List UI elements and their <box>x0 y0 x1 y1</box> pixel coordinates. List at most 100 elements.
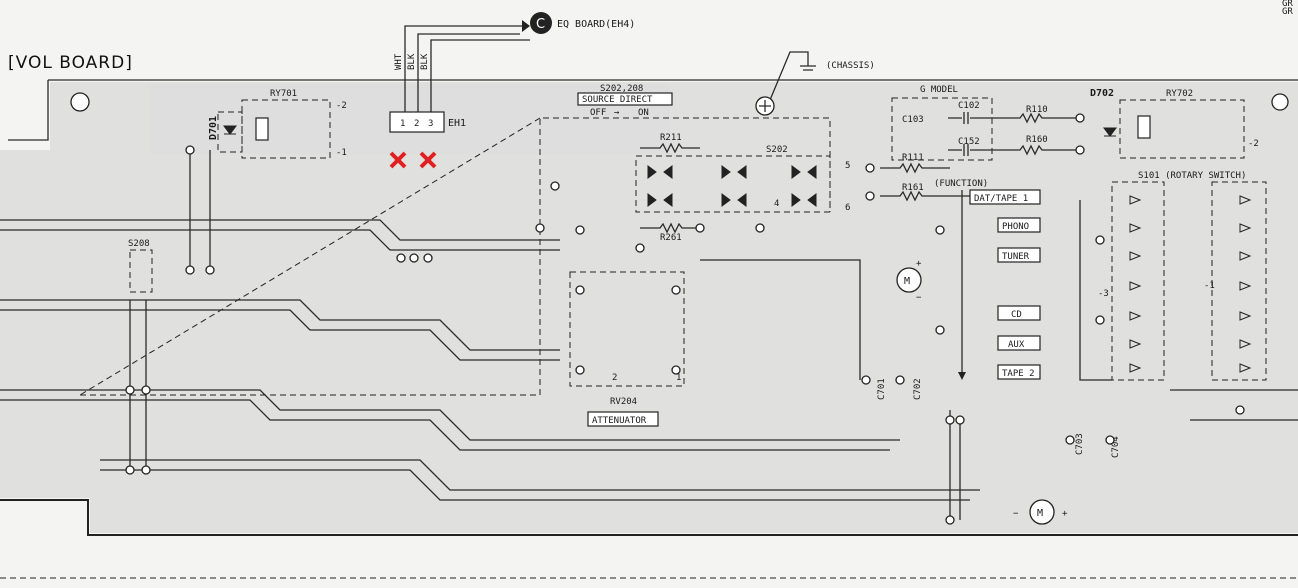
rotary-switch-outline-1 <box>1111 181 1165 381</box>
r261-resistor-icon <box>640 222 700 234</box>
corner-text-1: GR <box>1282 0 1293 9</box>
r161-label: R161 <box>902 183 924 193</box>
mounting-hole-1 <box>70 92 90 112</box>
c152-cap-icon <box>948 144 1000 156</box>
red-x-marker-1 <box>389 151 407 169</box>
c102-cap-icon <box>948 112 1000 124</box>
source-direct-off: OFF <box>590 108 606 118</box>
r161-resistor-icon <box>880 190 1020 202</box>
board-outline-bottom <box>0 499 1298 536</box>
motor-icon-1 <box>896 267 922 293</box>
motor-1-minus: − <box>916 293 922 303</box>
c701-label: C701 <box>877 378 887 400</box>
motor-2-plus: + <box>1062 509 1068 519</box>
chassis-wire <box>769 51 809 101</box>
eq-arrow-icon <box>522 20 530 32</box>
d702-diode-icon <box>1103 127 1117 137</box>
c703-label: C703 <box>1075 433 1085 455</box>
r110-resistor-icon <box>1000 112 1080 124</box>
eq-connector-letter: C <box>536 17 545 32</box>
r160-label: R160 <box>1026 135 1048 145</box>
r111-label: R111 <box>902 153 924 163</box>
board-outline <box>8 79 1298 141</box>
rv204-label: RV204 <box>610 397 637 407</box>
screw-cross-icon <box>759 100 771 112</box>
red-x-marker-2 <box>419 151 437 169</box>
rotary-switch-outline-2 <box>1211 181 1267 381</box>
eh1-pin-3: 3 <box>428 119 433 129</box>
s202-label: S202 <box>766 145 788 155</box>
board-title: [VOL BOARD] <box>8 53 133 73</box>
c704-label: C704 <box>1111 436 1121 458</box>
chassis-label: (CHASSIS) <box>826 61 875 71</box>
s208-outline <box>129 249 153 293</box>
source-direct-part: S202,208 <box>600 84 643 94</box>
source-direct-arrow: → <box>614 108 620 118</box>
rv204-pin1: 1 <box>676 373 681 383</box>
motor-icon-2 <box>1029 499 1055 525</box>
c103-label: C103 <box>902 115 924 125</box>
r261-label: R261 <box>660 233 682 243</box>
ry701-label: RY701 <box>270 89 297 99</box>
input-label-5: AUX <box>1008 340 1025 350</box>
motor-1-plus: + <box>916 259 922 269</box>
input-box-4 <box>997 305 1041 321</box>
d701-label: D701 <box>208 116 219 140</box>
s101-pin3: -3 <box>1098 289 1109 299</box>
input-box-2 <box>997 217 1041 233</box>
eh1-label: EH1 <box>448 118 466 129</box>
c152-label: C152 <box>958 137 980 147</box>
eq-connector-circle <box>530 12 552 34</box>
rotary-switch-label: S101 (ROTARY SWITCH) <box>1138 171 1246 181</box>
r110-label: R110 <box>1026 105 1048 115</box>
pcb-traces <box>0 150 1298 520</box>
d702-label: D702 <box>1090 88 1114 99</box>
ry702-coil-icon <box>1137 115 1151 139</box>
s202-switch-icons <box>647 165 817 207</box>
rotary-switch-contacts <box>1129 195 1252 373</box>
c102-label: C102 <box>958 101 980 111</box>
source-direct-box <box>577 92 673 106</box>
s208-label: S208 <box>128 239 150 249</box>
input-label-1: DAT/TAPE 1 <box>974 194 1028 204</box>
ry701-pin2: -2 <box>336 101 347 111</box>
function-arrow-icon <box>958 372 966 380</box>
ry701-pin1: -1 <box>336 148 347 158</box>
r160-resistor-icon <box>1000 144 1080 156</box>
input-selector: DAT/TAPE 1 PHONO TUNER CD AUX TAPE 2 <box>969 189 1041 380</box>
input-box-1 <box>969 189 1041 205</box>
motor-2-label: M <box>1037 508 1043 519</box>
corner-text-2: GR <box>1282 7 1293 17</box>
g-model-label: G MODEL <box>920 85 958 95</box>
attenuator-label: ATTENUATOR <box>592 416 647 426</box>
chassis-ground-icon <box>800 65 816 71</box>
input-box-5 <box>997 335 1041 351</box>
function-label: (FUNCTION) <box>934 179 988 189</box>
source-direct-on: ON <box>638 108 649 118</box>
s202-pin5: 5 <box>845 161 850 171</box>
wire-color-1: WHT <box>394 53 404 70</box>
r211-resistor-icon <box>640 142 700 154</box>
eq-board-label: EQ BOARD(EH4) <box>557 19 635 30</box>
ry702-pin2: -2 <box>1248 139 1259 149</box>
s202-pin4: 4 <box>774 199 779 209</box>
wire-color-3: BLK <box>420 53 430 70</box>
eh1-connector <box>389 111 445 133</box>
attenuator-box <box>587 411 659 427</box>
input-label-3: TUNER <box>1002 252 1030 262</box>
s101-pin1: -1 <box>1204 281 1215 291</box>
r211-label: R211 <box>660 133 682 143</box>
input-box-6 <box>997 364 1041 380</box>
wire-color-2: BLK <box>407 53 417 70</box>
g-model-outline <box>891 97 993 161</box>
pads <box>125 113 1245 525</box>
input-box-3 <box>997 247 1041 263</box>
input-label-2: PHONO <box>1002 222 1029 232</box>
ry702-outline <box>1119 99 1245 159</box>
eq-wires <box>404 25 530 112</box>
ry701-outline <box>241 99 331 159</box>
ry701-coil-icon <box>255 117 269 141</box>
eh1-pin-1: 1 <box>400 119 405 129</box>
